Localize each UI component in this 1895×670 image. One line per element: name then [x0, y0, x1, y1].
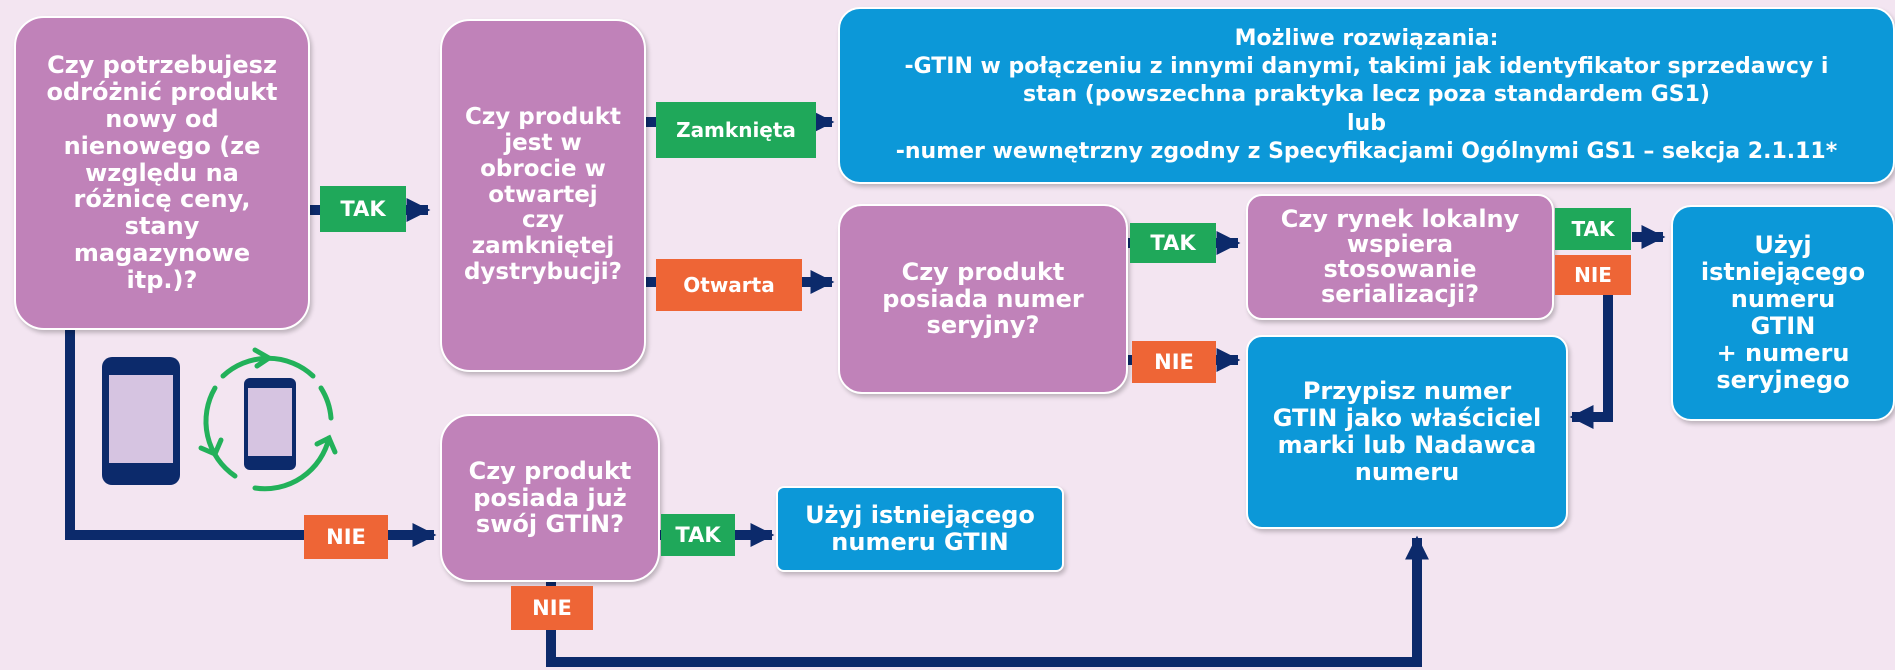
- answer-possible-solutions: Możliwe rozwiązania: -GTIN w połączeniu …: [838, 7, 1895, 184]
- label-nie-serial: NIE: [1132, 341, 1216, 383]
- label-tak-distinguish: TAK: [320, 186, 406, 232]
- smartphone-icon: [244, 378, 296, 470]
- question-serial-number: Czy produkt posiada numer seryjny?: [838, 204, 1128, 394]
- label-tak-has-gtin: TAK: [661, 514, 735, 556]
- refresh-cycle-icon: [198, 347, 338, 492]
- question-distinguish-new: Czy potrzebujesz odróżnić produkt nowy o…: [14, 16, 310, 330]
- label-tak-local-market: TAK: [1555, 208, 1631, 250]
- connector-local-nie: [1569, 295, 1613, 430]
- question-distribution-type: Czy produkt jest w obrocie w otwartej cz…: [440, 19, 646, 372]
- answer-use-gtin-and-serial: Użyj istniejącego numeru GTIN + numeru s…: [1671, 205, 1895, 421]
- answer-assign-gtin: Przypisz numer GTIN jako właściciel mark…: [1246, 335, 1568, 529]
- answer-use-existing-gtin: Użyj istniejącego numeru GTIN: [776, 486, 1064, 572]
- smartphone-icon: [102, 357, 180, 485]
- question-local-market: Czy rynek lokalny wspiera stosowanie ser…: [1246, 194, 1554, 320]
- question-has-gtin: Czy produkt posiada już swój GTIN?: [440, 414, 660, 582]
- label-zamknieta: Zamknięta: [656, 102, 816, 158]
- label-nie-distinguish: NIE: [304, 515, 388, 559]
- label-otwarta: Otwarta: [656, 259, 802, 311]
- label-nie-has-gtin: NIE: [511, 586, 593, 630]
- label-tak-serial: TAK: [1130, 223, 1216, 263]
- label-nie-local-market: NIE: [1555, 255, 1631, 295]
